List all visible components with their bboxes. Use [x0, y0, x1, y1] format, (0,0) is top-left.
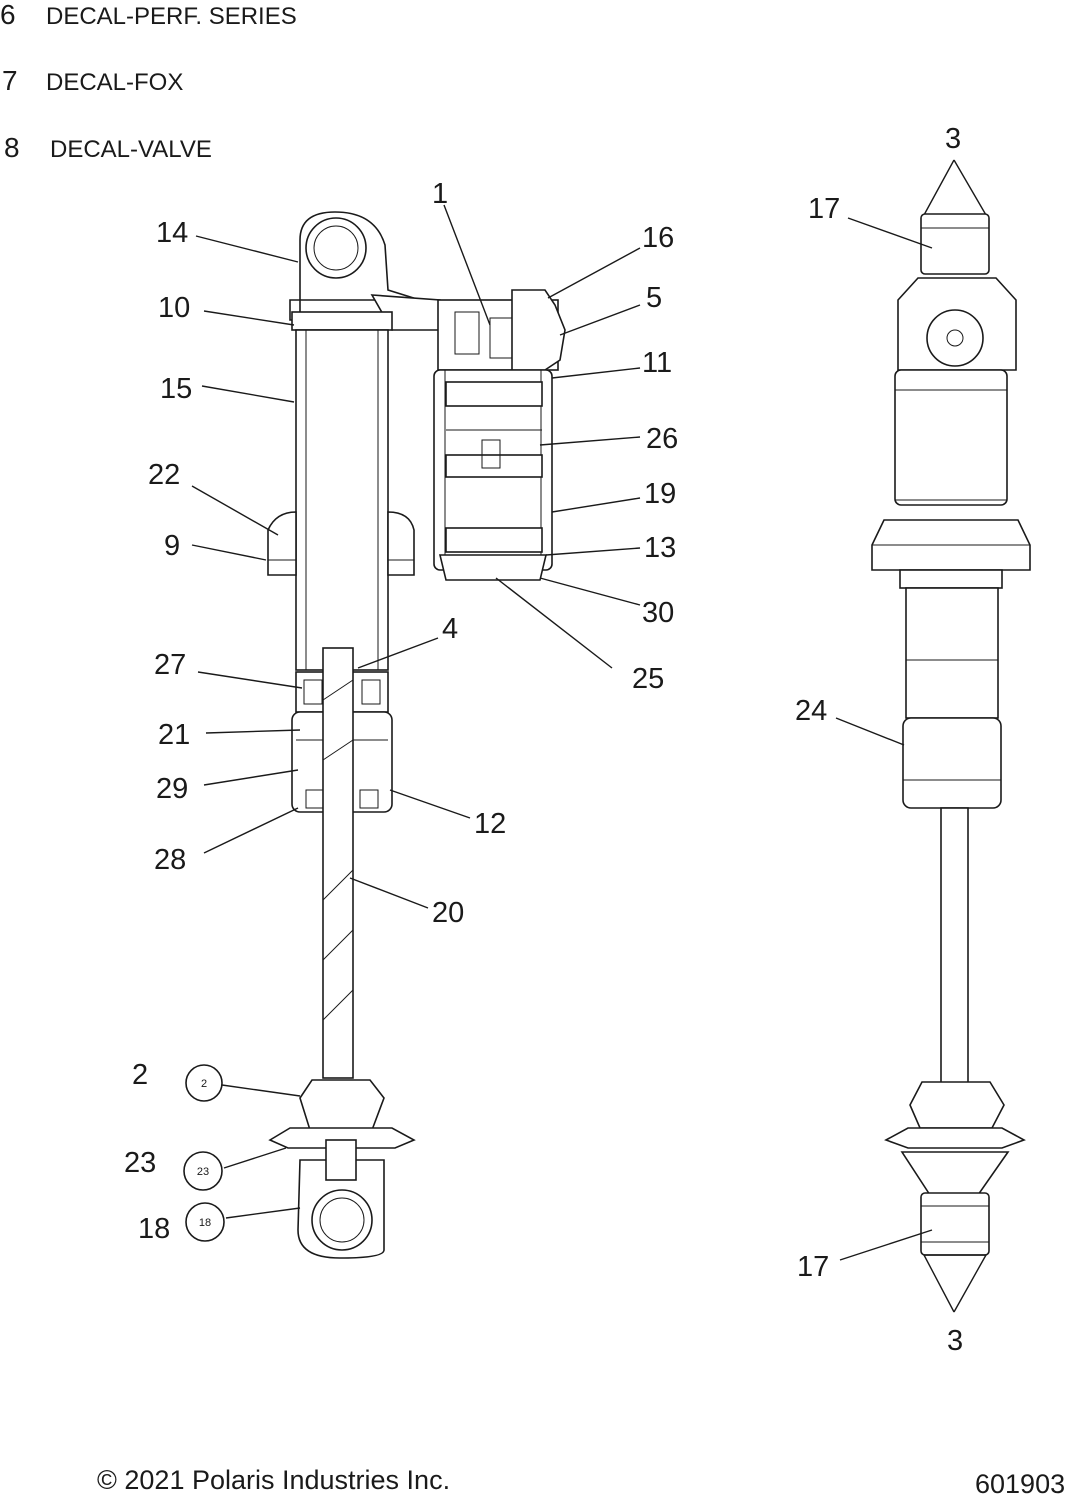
note-text-6: DECAL-PERF. SERIES: [46, 3, 297, 30]
callout-12: 12: [474, 808, 506, 840]
callout-20: 20: [432, 897, 464, 929]
callout-9: 9: [164, 530, 180, 562]
reservoir: [433, 289, 566, 581]
callout-13: 13: [644, 532, 676, 564]
note-text-7: DECAL-FOX: [46, 69, 183, 96]
circle-ref-18: 18: [199, 1217, 211, 1229]
leader-lines: [191, 204, 933, 1261]
callout-18: 18: [138, 1213, 170, 1245]
callout-14: 14: [156, 217, 188, 249]
note-num-7: 7: [2, 65, 18, 96]
note-text-8: DECAL-VALVE: [50, 136, 212, 163]
callout-25: 25: [632, 663, 664, 695]
callout-28: 28: [154, 844, 186, 876]
callout-29: 29: [156, 773, 188, 805]
callout-2: 2: [132, 1059, 148, 1091]
callout-3-top: 3: [945, 123, 961, 155]
callouts: 1 14 16 10 5 11 15 26 22 19 9 13 30 4 27…: [124, 123, 963, 1357]
callout-21: 21: [158, 719, 190, 751]
note-num-8: 8: [4, 132, 20, 163]
copyright-text: © 2021 Polaris Industries Inc.: [97, 1465, 450, 1495]
circle-ref-23: 23: [197, 1166, 209, 1178]
callout-5: 5: [646, 282, 662, 314]
callout-3-bottom: 3: [947, 1325, 963, 1357]
callout-24: 24: [795, 695, 827, 727]
footer: © 2021 Polaris Industries Inc. 601903: [97, 1465, 1065, 1499]
circle-ref-2: 2: [201, 1078, 207, 1090]
callout-30: 30: [642, 597, 674, 629]
callout-1: 1: [432, 178, 448, 210]
sectioned-shock: [267, 211, 441, 1259]
callout-10: 10: [158, 292, 190, 324]
callout-11: 11: [642, 347, 672, 379]
drawing-number: 601903: [975, 1469, 1065, 1499]
callout-17-top: 17: [808, 193, 840, 225]
external-shock: [871, 159, 1031, 1313]
callout-15: 15: [160, 373, 192, 405]
callout-23: 23: [124, 1147, 156, 1179]
callout-16: 16: [642, 222, 674, 254]
callout-4: 4: [442, 613, 458, 645]
callout-19: 19: [644, 478, 676, 510]
circled-references: 2 23 18: [183, 1064, 225, 1242]
callout-26: 26: [646, 423, 678, 455]
callout-27: 27: [154, 649, 186, 681]
callout-22: 22: [148, 459, 180, 491]
callout-17-bottom: 17: [797, 1251, 829, 1283]
note-num-6: 6: [0, 0, 16, 30]
notes-list: 6 DECAL-PERF. SERIES 7 DECAL-FOX 8 DECAL…: [0, 0, 297, 163]
